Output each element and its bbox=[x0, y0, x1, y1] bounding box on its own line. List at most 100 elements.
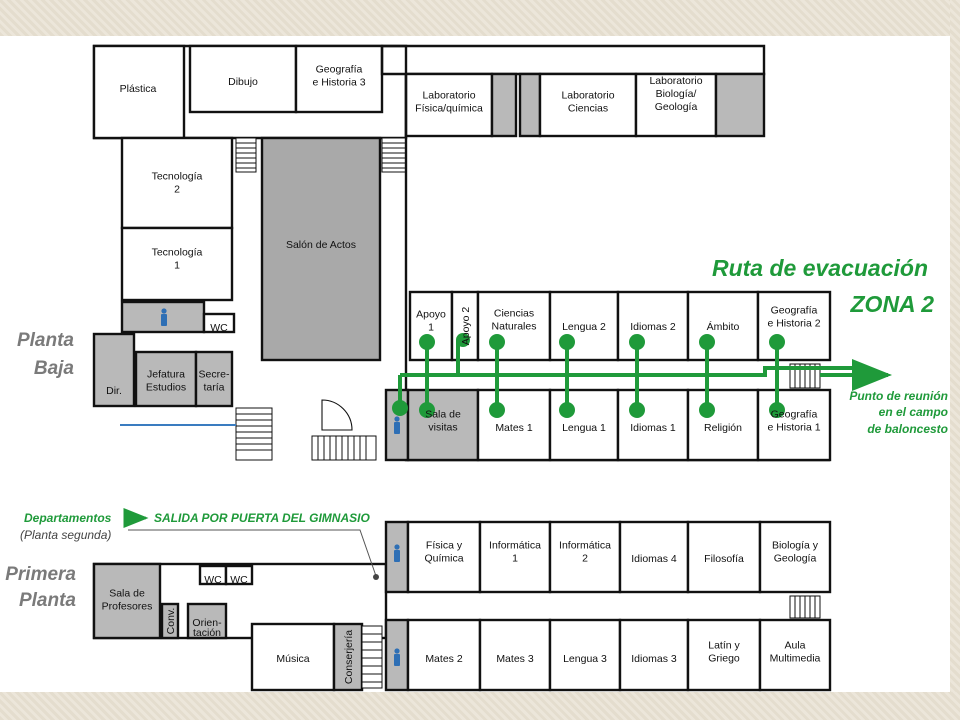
room-label-lengua-2: Lengua 2 bbox=[562, 321, 606, 333]
room-label-line: Mates 1 bbox=[495, 422, 533, 434]
room-label-line: Mates 2 bbox=[425, 653, 463, 665]
room-label-line: 2 bbox=[174, 184, 180, 196]
room-label-line: Laboratorio bbox=[649, 75, 702, 87]
room-label-plastica: Plástica bbox=[120, 83, 157, 95]
room-geo-hist-2 bbox=[756, 290, 832, 362]
room-label-line: Filosofía bbox=[704, 553, 744, 565]
room-label-line: Multimedia bbox=[770, 653, 821, 665]
room-label-line: Biología y bbox=[772, 540, 819, 552]
room-label-ambito: Ámbito bbox=[707, 320, 740, 333]
room-label-line: Geografía bbox=[771, 409, 818, 421]
room-label-idiomas-2: Idiomas 2 bbox=[630, 321, 676, 333]
room-label-line: WC bbox=[204, 574, 222, 586]
stairs-ground-2 bbox=[381, 137, 407, 173]
meeting-point-3: de baloncesto bbox=[867, 422, 948, 436]
room-label-lengua-1: Lengua 1 bbox=[562, 422, 606, 434]
room-label-line: Sala de bbox=[109, 588, 145, 600]
room-label-line: Estudios bbox=[146, 382, 186, 394]
room-label-line: Idiomas 2 bbox=[630, 321, 676, 333]
room-label-conv: Conv. bbox=[165, 608, 177, 635]
room-ambito bbox=[686, 290, 760, 362]
room-label-dir: Dir. bbox=[106, 385, 122, 397]
room-mates-2 bbox=[406, 618, 482, 692]
floor-title-ground-1: Planta bbox=[17, 330, 74, 351]
room-idiomas-1 bbox=[616, 388, 690, 462]
room-label-idiomas-1: Idiomas 1 bbox=[630, 422, 676, 434]
main-entrance bbox=[321, 399, 353, 431]
room-label-line: visitas bbox=[428, 422, 457, 434]
room-label-line: 1 bbox=[512, 553, 518, 565]
room-label-line: Ciencias bbox=[568, 103, 608, 115]
room-mates-3 bbox=[478, 618, 552, 692]
route-node bbox=[392, 400, 408, 416]
route-node bbox=[769, 402, 785, 418]
room-label-line: Geología bbox=[655, 101, 698, 113]
departments-label: Departamentos bbox=[24, 511, 112, 525]
room-label-mates-1: Mates 1 bbox=[495, 422, 533, 434]
room-conv bbox=[160, 602, 180, 640]
room-label-orientacion: Orien-tación bbox=[192, 617, 222, 639]
room-geo-hist-3 bbox=[294, 44, 384, 114]
room-label-filosofia: Filosofía bbox=[704, 553, 744, 565]
room-label-line: Tecnología bbox=[152, 247, 203, 259]
route-node bbox=[489, 334, 505, 350]
room-label-line: Dibujo bbox=[228, 76, 258, 88]
room-musica bbox=[250, 622, 336, 692]
room-label-line: Salón de Actos bbox=[286, 239, 356, 251]
room-label-musica: Música bbox=[276, 653, 309, 665]
room-label-line: Profesores bbox=[102, 601, 153, 613]
route-node bbox=[699, 334, 715, 350]
floor-title-first-1: Primera bbox=[5, 564, 76, 585]
room-idiomas-4 bbox=[618, 520, 690, 594]
frame-bottom bbox=[0, 692, 960, 720]
room-label-line: Tecnología bbox=[152, 171, 203, 183]
route-node bbox=[699, 402, 715, 418]
route-node bbox=[769, 334, 785, 350]
room-label-secretaria: Secre-taría bbox=[199, 369, 230, 394]
route-node bbox=[559, 334, 575, 350]
departments-marker bbox=[373, 574, 379, 580]
room-lab-ciencias bbox=[538, 72, 638, 138]
room-label-line: Biología/ bbox=[656, 88, 697, 100]
room-lab-store-2 bbox=[518, 72, 542, 138]
room-label-line: Ciencias bbox=[494, 308, 534, 320]
room-label-line: Informática bbox=[559, 540, 611, 552]
route-node bbox=[456, 333, 470, 347]
evacuation-zone: ZONA 2 bbox=[850, 291, 935, 317]
room-label-mates-2: Mates 2 bbox=[425, 653, 463, 665]
room-label-salon-actos: Salón de Actos bbox=[286, 239, 356, 251]
room-label-line: Informática bbox=[489, 540, 541, 552]
room-label-line: Religión bbox=[704, 422, 742, 434]
route-node bbox=[629, 334, 645, 350]
room-bio-geo bbox=[758, 520, 832, 594]
room-label-wc-b: WC bbox=[230, 574, 248, 586]
room-label-line: Jefatura bbox=[147, 369, 185, 381]
stairs-ground-1 bbox=[235, 137, 257, 173]
meeting-point-2: en el campo bbox=[879, 405, 948, 419]
room-wc-b bbox=[224, 564, 254, 586]
room-lab-fq bbox=[404, 72, 494, 138]
room-label-line: e Historia 3 bbox=[312, 77, 365, 89]
person-icon bbox=[161, 308, 167, 326]
route-node bbox=[419, 402, 435, 418]
room-label-lengua-3: Lengua 3 bbox=[563, 653, 607, 665]
room-label-line: Plástica bbox=[120, 83, 157, 95]
person-icon bbox=[394, 544, 400, 562]
ground-top-corridor bbox=[380, 44, 766, 76]
room-label-line: e Historia 2 bbox=[767, 318, 820, 330]
floor-title-first-2: Planta bbox=[19, 590, 76, 611]
room-label-line: 1 bbox=[428, 322, 434, 334]
room-jefatura bbox=[134, 350, 198, 408]
room-label-line: Apoyo 2 bbox=[460, 307, 472, 346]
room-label-line: Física y bbox=[426, 540, 463, 552]
room-label-religion: Religión bbox=[704, 422, 742, 434]
